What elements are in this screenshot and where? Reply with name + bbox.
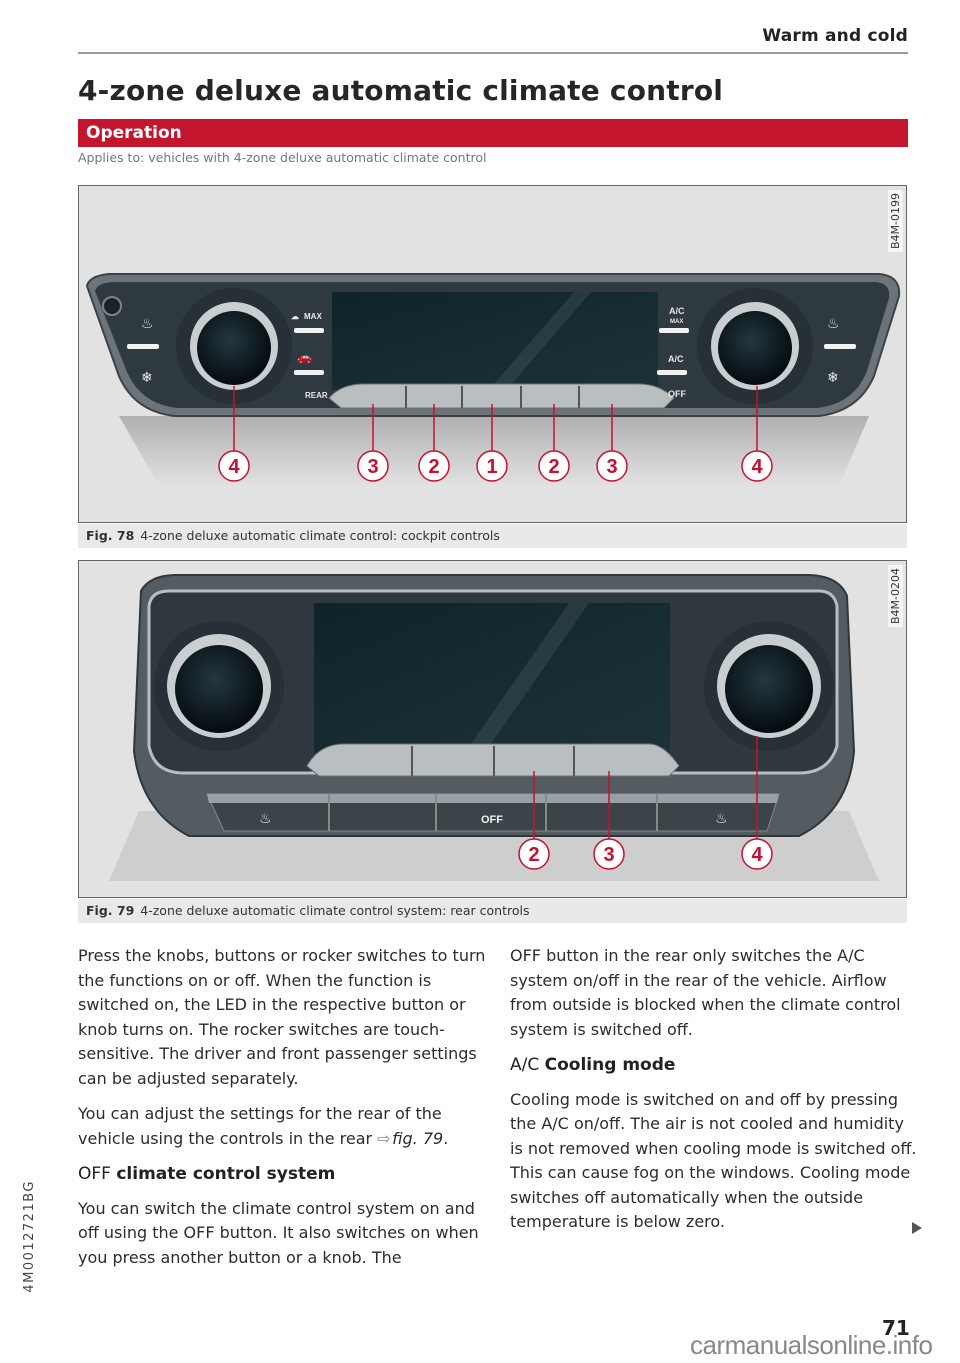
rocker-switch-bar xyxy=(328,383,675,409)
rear-off-button-label[interactable]: OFF xyxy=(481,814,503,826)
left-temperature-knob xyxy=(197,311,271,385)
svg-text:4: 4 xyxy=(751,844,763,866)
callout-4: 4 xyxy=(741,838,773,870)
section-bar: Operation xyxy=(78,119,908,147)
callouts-fig79: 2 3 4 xyxy=(518,838,773,870)
page-number: 71 xyxy=(882,1316,910,1340)
body-column-right: OFF button in the rear only switches the… xyxy=(510,944,920,1246)
figure-caption: Fig. 78 4-zone deluxe automatic climate c… xyxy=(78,524,907,548)
callout-3: 3 xyxy=(593,838,625,870)
paragraph: You can switch the climate control syste… xyxy=(78,1198,479,1267)
running-header: Warm and cold xyxy=(78,22,908,54)
ac-max-label[interactable]: A/C xyxy=(669,306,685,316)
figure-rear-controls: ♨ ♨ OFF 2 3 4 B4M-0204 xyxy=(78,560,907,898)
callout-4-left: 4 xyxy=(218,450,250,482)
rocker-dividers xyxy=(411,746,575,776)
paragraph: Press the knobs, buttons or rocker switc… xyxy=(78,946,486,1088)
svg-text:2: 2 xyxy=(548,456,559,478)
right-temperature-knob xyxy=(718,311,792,385)
subheading-cooling-mode: A/C Cooling mode xyxy=(510,1055,676,1075)
rear-seat-heating-left-icon: ♨ xyxy=(259,810,272,826)
rear-left-temperature-knob xyxy=(175,645,263,733)
display-screen xyxy=(332,292,658,390)
ac-button-label[interactable]: A/C xyxy=(668,354,684,364)
lower-button-dividers xyxy=(328,794,658,831)
svg-text:2: 2 xyxy=(528,844,539,866)
body-column-left: Press the knobs, buttons or rocker switc… xyxy=(78,944,488,1281)
figure-link[interactable]: fig. 79 xyxy=(392,1128,444,1148)
rocker-dividers xyxy=(405,386,580,408)
seat-ventilation-left-icon: ❄ xyxy=(141,369,153,385)
display-screen xyxy=(314,603,670,753)
rear-defrost-label[interactable]: REAR xyxy=(305,391,328,400)
document-code: 4M0012721BG xyxy=(22,1180,37,1293)
subheading-off: OFF climate control system xyxy=(78,1164,336,1184)
cross-reference-arrow-icon: ⇨ xyxy=(377,1128,391,1148)
callout-1: 1 xyxy=(476,450,508,482)
screen-glare xyxy=(479,292,591,401)
svg-text:4: 4 xyxy=(228,456,240,478)
page-title: 4-zone deluxe automatic climate control xyxy=(78,74,724,107)
figure-caption-text: 4-zone deluxe automatic climate control … xyxy=(140,903,530,918)
callout-4-right: 4 xyxy=(741,450,773,482)
figure-caption-text: 4-zone deluxe automatic climate control:… xyxy=(140,528,500,543)
figure-cockpit-controls: ☁ MAX 🚗 REAR A/C MAX A/C OFF ♨ ❄ ♨ ❄ 4 3… xyxy=(78,185,907,523)
callout-3-left: 3 xyxy=(357,450,389,482)
continued-arrow-icon xyxy=(912,1222,922,1234)
figure-label: Fig. 78 xyxy=(86,528,135,543)
cockpit-panel-illustration: ☁ MAX 🚗 REAR A/C MAX A/C OFF ♨ ❄ ♨ ❄ 4 3… xyxy=(85,273,901,486)
defrost-max-text[interactable]: MAX xyxy=(304,312,322,321)
rear-right-temperature-knob xyxy=(725,645,813,733)
paragraph: You can adjust the settings for the rear… xyxy=(78,1104,449,1148)
callout-leaders xyxy=(233,386,758,451)
svg-text:2: 2 xyxy=(428,456,439,478)
svg-text:4: 4 xyxy=(751,456,763,478)
recirculation-icon[interactable]: 🚗 xyxy=(297,350,312,364)
power-button xyxy=(102,296,122,316)
watermark: carmanualsonline.info xyxy=(690,1330,933,1360)
seat-heating-left-icon: ♨ xyxy=(141,315,154,331)
paragraph: Cooling mode is switched on and off by p… xyxy=(510,1089,917,1232)
figure-code: B4M-0199 xyxy=(888,190,903,252)
left-button-leds xyxy=(127,328,856,375)
svg-text:3: 3 xyxy=(367,456,378,478)
rear-seat-heating-right-icon: ♨ xyxy=(715,810,728,826)
rear-panel-illustration: ♨ ♨ OFF 2 3 4 xyxy=(109,574,879,881)
ac-max-sublabel: MAX xyxy=(670,319,683,325)
defrost-max-label: ☁ xyxy=(291,312,299,321)
seat-ventilation-right-icon: ❄ xyxy=(827,369,839,385)
callout-2-right: 2 xyxy=(538,450,570,482)
off-button-label[interactable]: OFF xyxy=(668,389,686,399)
callout-2-left: 2 xyxy=(418,450,450,482)
section-bar-label: Operation xyxy=(86,123,182,143)
figure-label: Fig. 79 xyxy=(86,903,135,918)
lower-button-row-top xyxy=(207,794,779,803)
callout-leaders xyxy=(533,736,758,839)
seat-heating-right-icon: ♨ xyxy=(827,315,840,331)
callout-3-right: 3 xyxy=(596,450,628,482)
screen-glare xyxy=(459,603,589,761)
figure-code: B4M-0204 xyxy=(888,565,903,627)
callouts-fig78: 4 3 2 1 2 3 4 xyxy=(218,450,773,482)
svg-text:3: 3 xyxy=(603,844,614,866)
section-name: Warm and cold xyxy=(762,26,908,46)
svg-text:1: 1 xyxy=(486,456,497,478)
callout-2: 2 xyxy=(518,838,550,870)
applies-to-note: Applies to: vehicles with 4-zone deluxe … xyxy=(78,150,487,165)
paragraph: OFF button in the rear only switches the… xyxy=(510,946,901,1039)
svg-text:3: 3 xyxy=(606,456,617,478)
figure-caption: Fig. 79 4-zone deluxe automatic climate c… xyxy=(78,899,907,923)
